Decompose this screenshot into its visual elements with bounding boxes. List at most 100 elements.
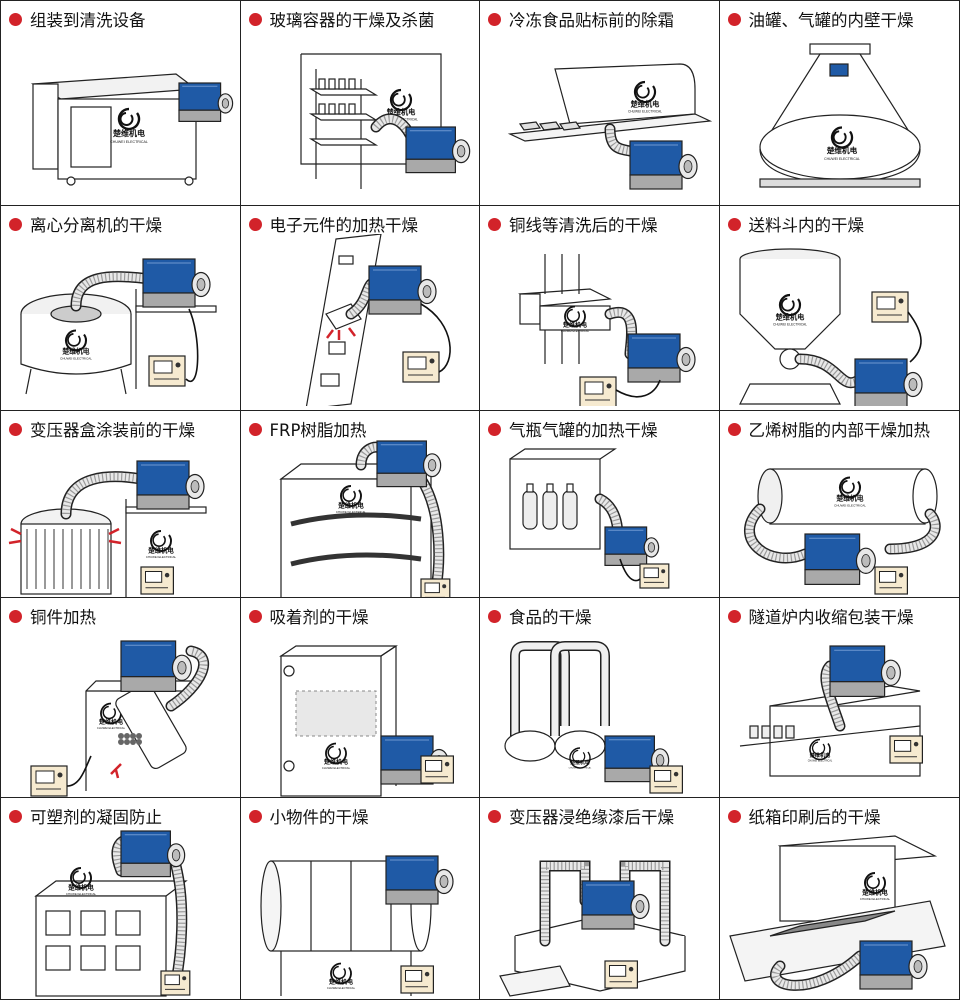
panel-title-text: 乙烯树脂的内部干燥加热	[748, 421, 931, 440]
heater-unit	[178, 82, 234, 122]
panel-title-text: FRP树脂加热	[269, 421, 367, 440]
bullet-icon	[727, 422, 741, 436]
panel-title-text: 电子元件的加热干燥	[269, 216, 419, 235]
bullet-icon	[488, 609, 501, 623]
bullet-icon	[248, 12, 262, 26]
brand-logo: 楚维机电 CHUWEI ELECTRICAL	[859, 872, 890, 901]
illustration-transformer-box: 楚维机电 CHUWEI ELECTRICAL	[8, 460, 207, 597]
application-panel-gas-cylinders: 气瓶气罐的加热干燥	[480, 411, 720, 598]
illustration-vinyl-drum: 楚维机电 CHUWEI ELECTRICAL	[743, 468, 941, 595]
bullet-icon	[248, 422, 262, 436]
application-panel-tank: 油罐、气罐的内壁干燥 楚维机电 CHUWEI ELECTRICAL	[719, 1, 959, 206]
svg-text:楚维机电: 楚维机电	[61, 346, 89, 355]
brand-logo: 楚维机电 CHUWEI ELECTRICAL	[807, 738, 832, 763]
bullet-icon	[9, 422, 22, 436]
controller-box	[30, 765, 68, 797]
heater-unit	[604, 526, 660, 566]
controller-box	[639, 563, 670, 589]
heater-unit	[803, 533, 876, 585]
application-panel-centrifuge: 离心分离机的干燥 楚维机电 CHUWEI ELECTRICAL	[1, 206, 241, 411]
controller-box	[873, 566, 908, 595]
heater-unit	[375, 440, 441, 488]
svg-text:CHUWEI ELECTRICAL: CHUWEI ELECTRICAL	[628, 110, 662, 114]
illustration-glass-rack: 楚维机电 CHUWEI ELECTRICAL	[299, 53, 470, 189]
svg-text:楚维机电: 楚维机电	[569, 759, 589, 766]
svg-text:CHUWEI ELECTRICAL: CHUWEI ELECTRICAL	[321, 766, 350, 770]
illustration-adsorbent: 楚维机电 CHUWEI ELECTRICAL	[278, 645, 454, 797]
application-panel-hopper: 送料斗内的干燥 楚维机电 CHUWEI ELECTRICAL	[719, 206, 959, 411]
svg-text:CHUWEI ELECTRICAL: CHUWEI ELECTRICAL	[561, 329, 590, 333]
svg-text:CHUWEI ELECTRICAL: CHUWEI ELECTRICAL	[326, 986, 355, 990]
svg-text:CHUWEI ELECTRICAL: CHUWEI ELECTRICAL	[807, 760, 832, 763]
svg-text:楚维机电: 楚维机电	[337, 501, 364, 510]
heater-unit	[142, 258, 211, 308]
svg-text:CHUWEI ELECTRICAL: CHUWEI ELECTRICAL	[97, 726, 126, 730]
panel-title: 小物件的干燥	[248, 804, 369, 828]
svg-text:楚维机电: 楚维机电	[147, 546, 174, 555]
bullet-icon	[727, 217, 741, 231]
controller-box	[419, 755, 454, 784]
bullet-icon	[488, 217, 501, 231]
svg-text:楚维机电: 楚维机电	[825, 145, 857, 155]
illustration-tank: 楚维机电 CHUWEI ELECTRICAL	[758, 43, 921, 188]
brand-logo: 楚维机电 CHUWEI ELECTRICAL	[321, 742, 350, 770]
illustration-small-parts: 楚维机电 CHUWEI ELECTRICAL	[259, 855, 454, 996]
svg-text:CHUWEI ELECTRICAL: CHUWEI ELECTRICAL	[335, 510, 366, 514]
panel-title-text: 小物件的干燥	[269, 808, 369, 827]
svg-text:CHUWEI ELECTRICAL: CHUWEI ELECTRICAL	[569, 766, 592, 769]
panel-title-text: 变压器盒涂装前的干燥	[30, 421, 195, 440]
svg-text:楚维机电: 楚维机电	[835, 493, 863, 502]
illustration-electronics	[305, 234, 451, 406]
bullet-icon	[9, 217, 22, 231]
bullet-icon	[727, 12, 741, 26]
panel-title: 变压器浸绝缘漆后干燥	[488, 804, 674, 828]
svg-text:楚维机电: 楚维机电	[67, 883, 94, 892]
heater-unit	[384, 855, 454, 905]
brand-logo: 楚维机电 CHUWEI ELECTRICAL	[561, 305, 590, 333]
svg-text:楚维机电: 楚维机电	[774, 312, 805, 321]
controller-box	[419, 578, 450, 597]
controller-box	[160, 970, 191, 996]
panel-title-text: 油罐、气罐的内壁干燥	[748, 11, 914, 30]
brand-logo: 楚维机电 CHUWEI ELECTRICAL	[335, 485, 366, 514]
panel-title: 吸着剂的干燥	[248, 604, 369, 628]
panel-title-text: 隧道炉内收缩包装干燥	[748, 608, 914, 627]
illustration-carton: 楚维机电 CHUWEI ELECTRICAL	[728, 835, 946, 991]
controller-box	[401, 351, 440, 383]
panel-title-text: 铜线等清洗后的干燥	[509, 216, 658, 235]
brand-logo: 楚维机电 CHUWEI ELECTRICAL	[66, 867, 96, 896]
svg-text:楚维机电: 楚维机电	[322, 758, 347, 766]
panel-title: 气瓶气罐的加热干燥	[488, 417, 658, 441]
illustration-plasticizer: 楚维机电 CHUWEI ELECTRICAL	[34, 830, 191, 997]
power-cable	[619, 558, 641, 582]
controller-box	[604, 960, 639, 989]
illustration-tunnel: 楚维机电 CHUWEI ELECTRICAL	[739, 645, 923, 777]
application-panel-washer: 组装到清洗设备 楚维机电 CHUWEI ELECTRICAL	[1, 1, 241, 206]
svg-text:CHUWEI ELECTRICAL: CHUWEI ELECTRICAL	[146, 555, 177, 559]
illustration-washer: 楚维机电 CHUWEI ELECTRICAL	[30, 73, 234, 186]
bullet-icon	[9, 609, 22, 623]
bullet-icon	[488, 12, 501, 26]
brand-logo: 楚维机电 CHUWEI ELECTRICAL	[110, 107, 148, 144]
brand-logo: 楚维机电 CHUWEI ELECTRICAL	[824, 126, 859, 161]
panel-title: 铜件加热	[9, 604, 96, 628]
power-cable	[185, 308, 199, 383]
brand-logo: 楚维机电 CHUWEI ELECTRICAL	[60, 329, 92, 360]
application-panel-small-parts: 小物件的干燥 楚维机电 CHUWEI ELECTRICAL	[240, 798, 480, 999]
panel-title: 变压器盒涂装前的干燥	[9, 417, 195, 441]
panel-title-text: 纸箱印刷后的干燥	[748, 808, 881, 827]
brand-logo: 楚维机电 CHUWEI ELECTRICAL	[326, 962, 355, 990]
controller-box	[888, 735, 923, 764]
panel-title-text: 变压器浸绝缘漆后干燥	[509, 808, 674, 827]
svg-text:楚维机电: 楚维机电	[327, 978, 352, 986]
panel-title: 电子元件的加热干燥	[248, 212, 419, 236]
panel-title-text: 冷冻食品贴标前的除霜	[509, 11, 674, 30]
brand-logo: 楚维机电 CHUWEI ELECTRICAL	[628, 80, 662, 114]
illustration-food: 楚维机电 CHUWEI ELECTRICAL	[504, 641, 684, 794]
svg-text:楚维机电: 楚维机电	[808, 751, 831, 759]
svg-text:CHUWEI ELECTRICAL: CHUWEI ELECTRICAL	[859, 897, 890, 901]
controller-box	[140, 566, 175, 595]
svg-text:CHUWEI ELECTRICAL: CHUWEI ELECTRICAL	[110, 140, 148, 144]
controller-box	[579, 376, 617, 406]
